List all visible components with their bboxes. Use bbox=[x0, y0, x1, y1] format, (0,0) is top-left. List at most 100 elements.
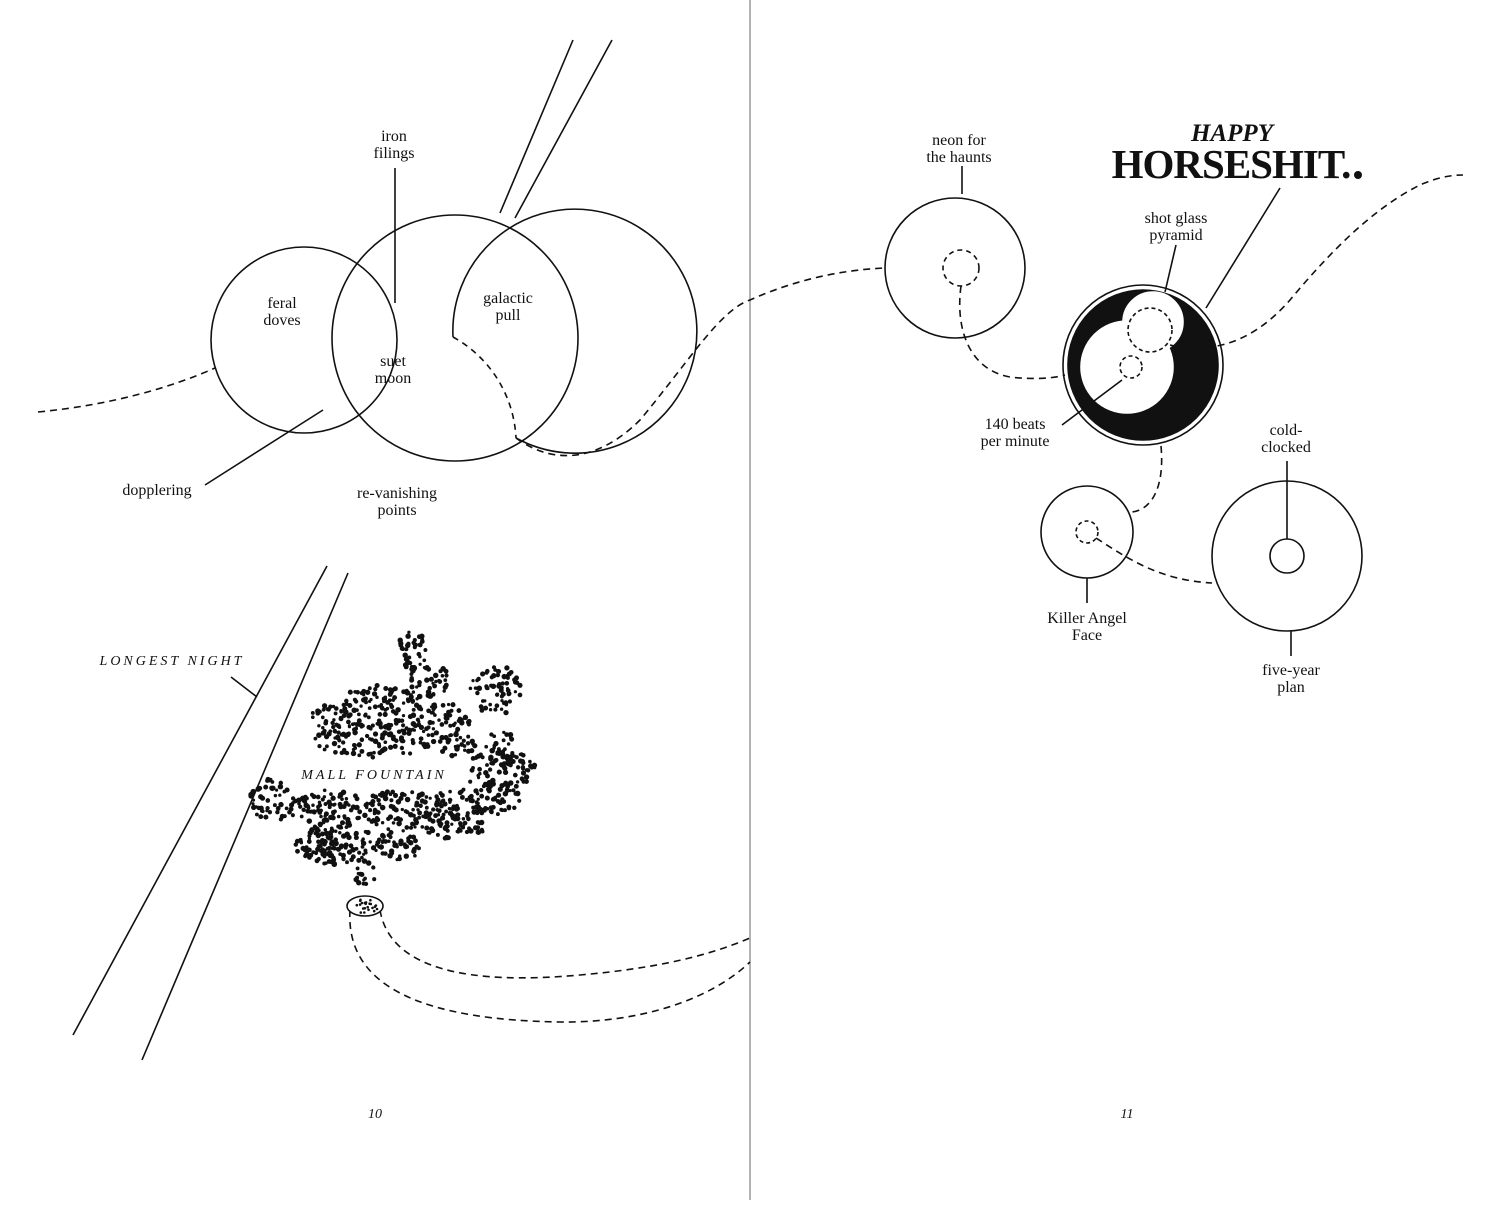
fountain-spray-dot bbox=[505, 686, 510, 691]
fountain-spray-dot bbox=[297, 801, 301, 806]
fountain-spray-dot bbox=[392, 840, 396, 845]
fountain-spray-dot bbox=[466, 816, 471, 822]
fountain-spray-dot bbox=[323, 828, 328, 832]
fountain-spray-dot bbox=[513, 783, 519, 789]
fountain-spray-dot bbox=[282, 789, 287, 794]
fountain-spray-dot bbox=[488, 805, 493, 810]
fountain-spray-dot bbox=[374, 815, 379, 821]
fountain-spray-dot bbox=[372, 738, 379, 745]
fountain-spray-dot bbox=[363, 712, 368, 717]
fountain-spray-dot bbox=[453, 731, 459, 738]
fountain-spray-dot bbox=[442, 684, 448, 690]
fountain-spray-dot bbox=[397, 856, 402, 862]
fountain-spray-dot bbox=[494, 692, 500, 697]
fountain-spray-dot bbox=[391, 698, 396, 702]
fountain-spray-dot bbox=[507, 699, 513, 704]
fountain-spray-dot bbox=[300, 845, 306, 852]
venn-circle-bottom-dashed bbox=[452, 336, 517, 439]
fountain-spray-dot bbox=[322, 747, 327, 752]
fountain-spray-dot bbox=[388, 744, 394, 750]
fountain-spray-dot bbox=[399, 745, 405, 751]
longest-night-pointer bbox=[230, 676, 258, 698]
fountain-spray-dot bbox=[371, 865, 376, 870]
fountain-spray-dot bbox=[327, 845, 332, 850]
fountain-spray-dot bbox=[523, 774, 530, 780]
neon-circle bbox=[884, 197, 1026, 339]
fountain-spray-dot bbox=[269, 785, 274, 791]
fountain-spray-dot bbox=[330, 720, 335, 726]
fountain-spray-dot bbox=[372, 704, 378, 710]
fountain-spray-dot bbox=[410, 712, 417, 718]
fountain-spray-dot bbox=[404, 796, 411, 803]
fountain-spray-dot bbox=[356, 718, 362, 724]
fountain-spray-dot bbox=[485, 763, 489, 767]
galactic-pull-label-1: galactic bbox=[483, 290, 533, 307]
beats-pointer bbox=[1061, 379, 1123, 426]
fountain-spray-dot bbox=[354, 846, 359, 851]
fountain-spray-dot bbox=[343, 845, 348, 850]
fountain-spray-dot bbox=[338, 830, 342, 835]
fountain-spray-dot bbox=[342, 706, 348, 712]
fountain-spray-dot bbox=[515, 780, 520, 784]
fountain-spray-dot bbox=[416, 722, 422, 728]
fountain-spray-dot bbox=[366, 752, 372, 757]
fountain-spray-dot bbox=[449, 752, 455, 759]
fountain-spray-dot bbox=[458, 829, 463, 833]
fountain-spray-dot bbox=[313, 736, 318, 741]
fountain-spray-dot bbox=[442, 826, 447, 830]
fountain-nozzle-hole bbox=[358, 903, 362, 906]
fountain-spray-dot bbox=[329, 792, 333, 796]
fountain-spray-dot bbox=[363, 848, 368, 853]
fountain-spray-dot bbox=[409, 667, 413, 672]
fountain-spray-dot bbox=[478, 704, 484, 710]
fountain-spray-dot bbox=[259, 795, 266, 801]
fountain-spray-dot bbox=[414, 800, 420, 806]
iron-filings-label-2: filings bbox=[374, 145, 415, 162]
neon-label-2: the haunts bbox=[926, 149, 991, 166]
fountain-spray-dot bbox=[353, 690, 358, 694]
fountain-spray-dot bbox=[265, 809, 269, 813]
fountain-spray-dot bbox=[311, 803, 315, 807]
fountain-spray-dot bbox=[508, 754, 514, 760]
venn-circle-bottom bbox=[452, 208, 698, 454]
fountain-spray-dot bbox=[458, 735, 463, 740]
fountain-spray-dot bbox=[377, 792, 382, 797]
five-year-plan-label-2: plan bbox=[1277, 679, 1305, 696]
fountain-spray-dot bbox=[414, 844, 419, 849]
fountain-spray-dot bbox=[504, 788, 510, 793]
fountain-spray-dot bbox=[351, 707, 357, 714]
fountain-spray-dot bbox=[493, 757, 499, 763]
fountain-spray-dot bbox=[459, 794, 465, 800]
fountain-spray-dot bbox=[307, 855, 312, 860]
fountain-spray-dot bbox=[504, 732, 510, 738]
fountain-spray-dot bbox=[439, 734, 445, 741]
fountain-spray-dot bbox=[322, 788, 327, 793]
neon-inner-dashed bbox=[942, 249, 980, 287]
fountain-spray-dot bbox=[365, 689, 371, 695]
fountain-spray-dot bbox=[500, 691, 506, 697]
fountain-spray-dot bbox=[306, 839, 312, 844]
fountain-spray-dot bbox=[370, 723, 375, 728]
fountain-spray-dot bbox=[402, 652, 408, 658]
fountain-spray-dot bbox=[423, 648, 428, 652]
fountain-spray-dot bbox=[278, 784, 282, 789]
fountain-spray-dot bbox=[383, 740, 388, 745]
re-vanishing-points-label-1: re-vanishing bbox=[357, 485, 437, 502]
fountain-spray-dot bbox=[368, 737, 372, 741]
mall-fountain-label-bg bbox=[286, 761, 462, 785]
fountain-spray-dot bbox=[500, 681, 505, 686]
fountain-spray-dot bbox=[324, 734, 328, 739]
fountain-spray-dot bbox=[476, 685, 483, 692]
fountain-spray-dot bbox=[448, 733, 452, 738]
fountain-spray-dot bbox=[380, 833, 386, 840]
dashed-neon-to-target bbox=[958, 285, 1066, 380]
fountain-spray-dot bbox=[447, 806, 452, 811]
fountain-spray-dot bbox=[378, 844, 385, 850]
fountain-spray-dot bbox=[493, 707, 498, 712]
fountain-spray-dot bbox=[361, 837, 365, 841]
fountain-spray-dot bbox=[479, 753, 483, 758]
fountain-spray-dot bbox=[341, 713, 347, 719]
killer-angel-inner-dashed bbox=[1075, 520, 1099, 544]
fountain-spray-dot bbox=[357, 850, 362, 855]
